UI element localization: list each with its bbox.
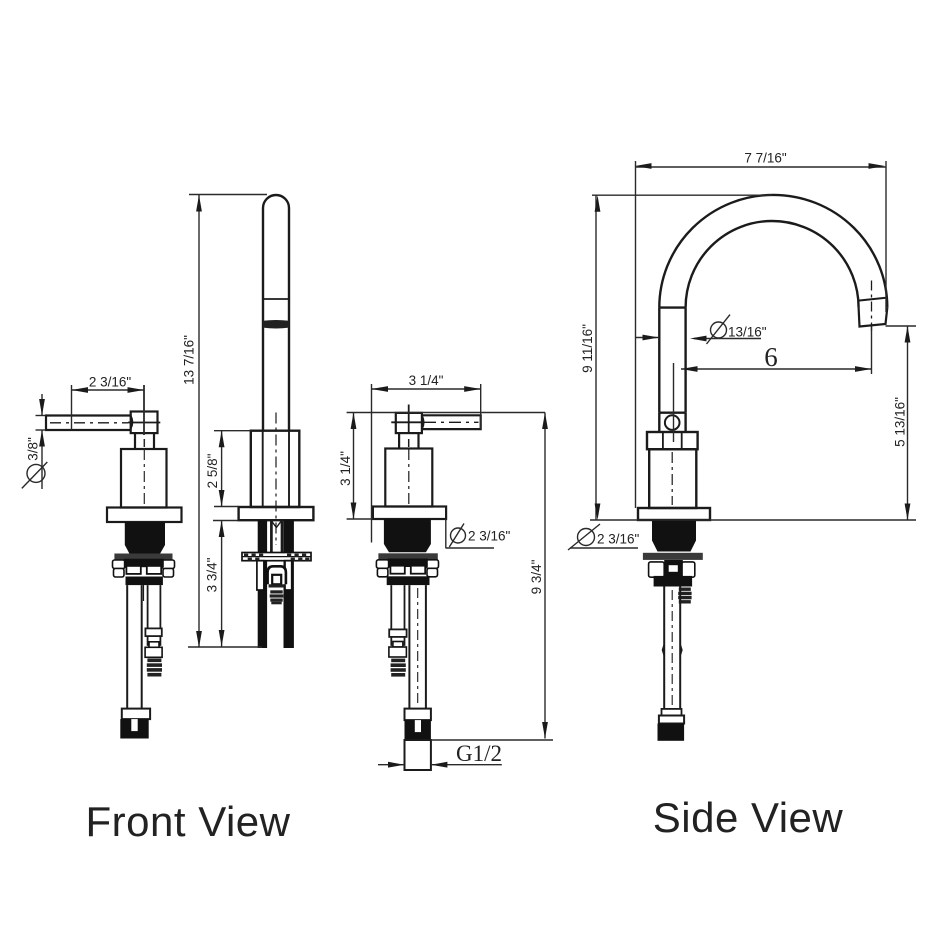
svg-text:2 3/16": 2 3/16" [597,532,640,547]
svg-text:3/8": 3/8" [26,437,41,461]
svg-text:9 3/4": 9 3/4" [529,559,544,594]
svg-text:2 3/16": 2 3/16" [89,375,132,390]
svg-text:Side View: Side View [653,794,844,841]
svg-text:6: 6 [764,342,778,372]
svg-text:5 13/16": 5 13/16" [893,397,908,447]
svg-text:G1/2: G1/2 [456,741,502,766]
svg-text:3 1/4": 3 1/4" [409,373,444,388]
svg-text:9 11/16": 9 11/16" [580,324,595,373]
svg-text:3 1/4": 3 1/4" [338,451,353,486]
svg-text:2 5/8": 2 5/8" [205,453,220,488]
svg-text:7 7/16": 7 7/16" [744,151,787,166]
svg-text:13 7/16": 13 7/16" [182,335,197,385]
svg-text:3 3/4": 3 3/4" [205,557,220,592]
svg-text:Front View: Front View [86,798,291,845]
svg-text:13/16": 13/16" [728,325,767,340]
svg-text:2 3/16": 2 3/16" [468,529,511,544]
